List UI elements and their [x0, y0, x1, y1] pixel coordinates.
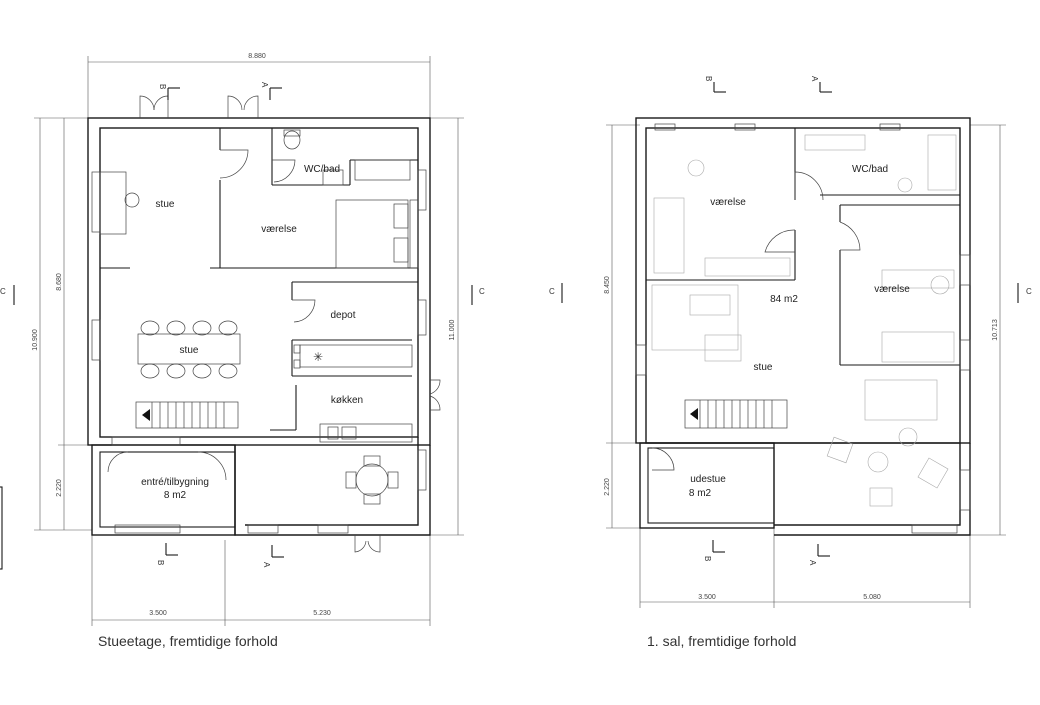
gf-dim-left-ext: 2.220: [56, 479, 63, 497]
gf-mark-b-bottom: B: [156, 560, 165, 565]
gf-mark-c-left: C: [0, 287, 6, 296]
ff-room-vaerelse-left: værelse: [710, 197, 746, 208]
ff-room-labels: værelse WC/bad værelse 84 m2 stue udestu…: [689, 164, 910, 499]
gf-room-depot: depot: [330, 310, 355, 321]
ff-mark-b-bottom: B: [703, 556, 712, 561]
ff-section-marks: B A B A C C: [549, 76, 1032, 566]
ff-mark-a-bottom: A: [808, 560, 817, 566]
gf-windows: [91, 169, 427, 534]
gf-outer-walls: [87, 117, 431, 536]
gf-dim-bottom-left: 3.500: [149, 610, 167, 617]
ff-mark-b-top: B: [704, 76, 713, 81]
ff-doors: [651, 171, 861, 471]
gf-room-wc: WC/bad: [304, 164, 340, 175]
ff-dim-bottom-right: 5.080: [863, 594, 881, 601]
svg-text:✳: ✳: [313, 350, 323, 364]
ground-floor-plan: 8.880 10.900 8.680 2.220 11.000: [0, 53, 485, 649]
gf-title: Stueetage, fremtidige forhold: [98, 633, 278, 649]
ff-room-stue: stue: [754, 362, 773, 373]
ff-room-wc: WC/bad: [852, 164, 888, 175]
gf-furniture: ✳: [99, 129, 419, 505]
gf-doors: [107, 95, 441, 553]
ff-furniture: [651, 134, 957, 507]
gf-room-labels: stue WC/bad værelse depot stue køkken en…: [141, 164, 363, 501]
gf-dim-bottom-right: 5.230: [313, 610, 331, 617]
gf-mark-a-top: A: [260, 82, 269, 88]
gf-mark-c-right: C: [479, 287, 485, 296]
ff-interior-walls: [646, 128, 960, 366]
gf-room-stue-top: stue: [156, 199, 175, 210]
ff-dimension-left: 8.450 2.220: [604, 124, 640, 529]
ff-dim-bottom-left: 3.500: [698, 594, 716, 601]
ff-dimension-right: 10.713: [970, 124, 1006, 536]
ff-outer-walls: [635, 117, 971, 536]
gf-dim-top-label: 8.880: [248, 53, 266, 60]
gf-room-kokken: køkken: [331, 395, 363, 406]
ff-title: 1. sal, fremtidige forhold: [647, 633, 796, 649]
gf-dim-right: 11.000: [449, 319, 456, 340]
gf-dimension-right: 11.000: [430, 117, 464, 536]
edge-fragment: [0, 486, 3, 570]
ff-room-udestue-area: 8 m2: [689, 488, 712, 499]
ff-room-udestue: udestue: [690, 474, 726, 485]
ff-room-area: 84 m2: [770, 294, 798, 305]
ff-dim-left-ext: 2.220: [604, 478, 611, 496]
gf-section-marks: B A B A C C: [0, 82, 485, 568]
gf-room-entre: entré/tilbygning: [141, 477, 209, 488]
gf-dimension-top: 8.880: [87, 53, 431, 118]
ff-windows: [635, 123, 971, 534]
gf-dim-left-main: 8.680: [56, 273, 63, 291]
ff-dimension-bottom: 3.500 5.080: [639, 528, 971, 608]
ff-room-vaerelse-right: værelse: [874, 284, 910, 295]
gf-interior-walls: [100, 128, 418, 431]
gf-room-stue-mid: stue: [180, 345, 199, 356]
gf-dimension-left: 10.900 8.680 2.220: [32, 117, 92, 531]
gf-room-entre-area: 8 m2: [164, 490, 187, 501]
ff-dim-right: 10.713: [992, 319, 999, 341]
gf-mark-a-bottom: A: [262, 562, 271, 568]
gf-mark-b-top: B: [158, 84, 167, 89]
gf-room-vaerelse: værelse: [261, 224, 297, 235]
ff-mark-c-right: C: [1026, 287, 1032, 296]
ff-mark-a-top: A: [810, 76, 819, 82]
ff-mark-c-left: C: [549, 287, 555, 296]
ff-dim-left-main: 8.450: [604, 276, 611, 294]
gf-dim-left-total: 10.900: [32, 329, 39, 351]
first-floor-plan: 8.450 2.220 10.713 3.500 5.080: [549, 76, 1032, 649]
gf-dimension-bottom: 3.500 5.230: [91, 530, 431, 626]
